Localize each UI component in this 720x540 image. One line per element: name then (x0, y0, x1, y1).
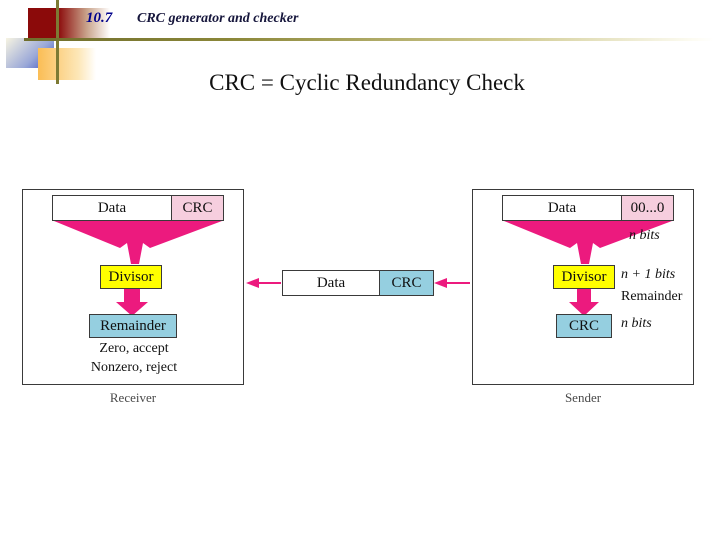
decoration-vertical-rule (56, 0, 59, 84)
channel-bar-data-segment: Data (283, 271, 379, 295)
receiver-result-zero: Zero, accept (99, 341, 169, 356)
sender-frame-bar: Data 00...0 (502, 195, 674, 221)
sender-crc-bits-label: n bits (621, 316, 652, 331)
slide-number: 10.7 (86, 10, 113, 26)
receiver-divisor-box: Divisor (100, 265, 162, 289)
receiver-result-nonzero: Nonzero, reject (90, 360, 178, 375)
page-title: CRC generator and checker (137, 11, 299, 26)
sender-bar-data-segment: Data (503, 196, 621, 220)
sender-n-bits-label: n bits (629, 228, 660, 243)
decoration-red-fade (58, 8, 110, 40)
subtitle-text: CRC = Cyclic Redundancy Check (209, 70, 525, 95)
header-decoration (0, 0, 250, 90)
sender-funnel-arrow (504, 221, 672, 264)
sender-remainder-label: Remainder (621, 289, 683, 304)
receiver-bar-crc-segment: CRC (171, 196, 223, 220)
sender-divisor-bits-label: n + 1 bits (621, 267, 676, 282)
channel-frame-bar: Data CRC (282, 270, 434, 296)
sender-divisor-box: Divisor (553, 265, 615, 289)
channel-arrow-right-head (434, 278, 447, 288)
decoration-orange-square (38, 48, 96, 80)
receiver-remainder-box: Remainder (89, 314, 177, 338)
receiver-funnel-arrow (54, 221, 222, 264)
receiver-divisor-to-remainder-arrow (116, 288, 148, 316)
header-horizontal-rule (24, 38, 714, 41)
receiver-bar-data-segment: Data (53, 196, 171, 220)
sender-bar-zeros-segment: 00...0 (621, 196, 673, 220)
sender-crc-box: CRC (556, 314, 612, 338)
receiver-caption: Receiver (109, 390, 157, 405)
channel-arrow-left-head (246, 278, 259, 288)
channel-bar-crc-segment: CRC (379, 271, 433, 295)
sender-caption: Sender (564, 390, 602, 405)
receiver-frame-bar: Data CRC (52, 195, 224, 221)
sender-divisor-to-crc-arrow (569, 288, 599, 316)
